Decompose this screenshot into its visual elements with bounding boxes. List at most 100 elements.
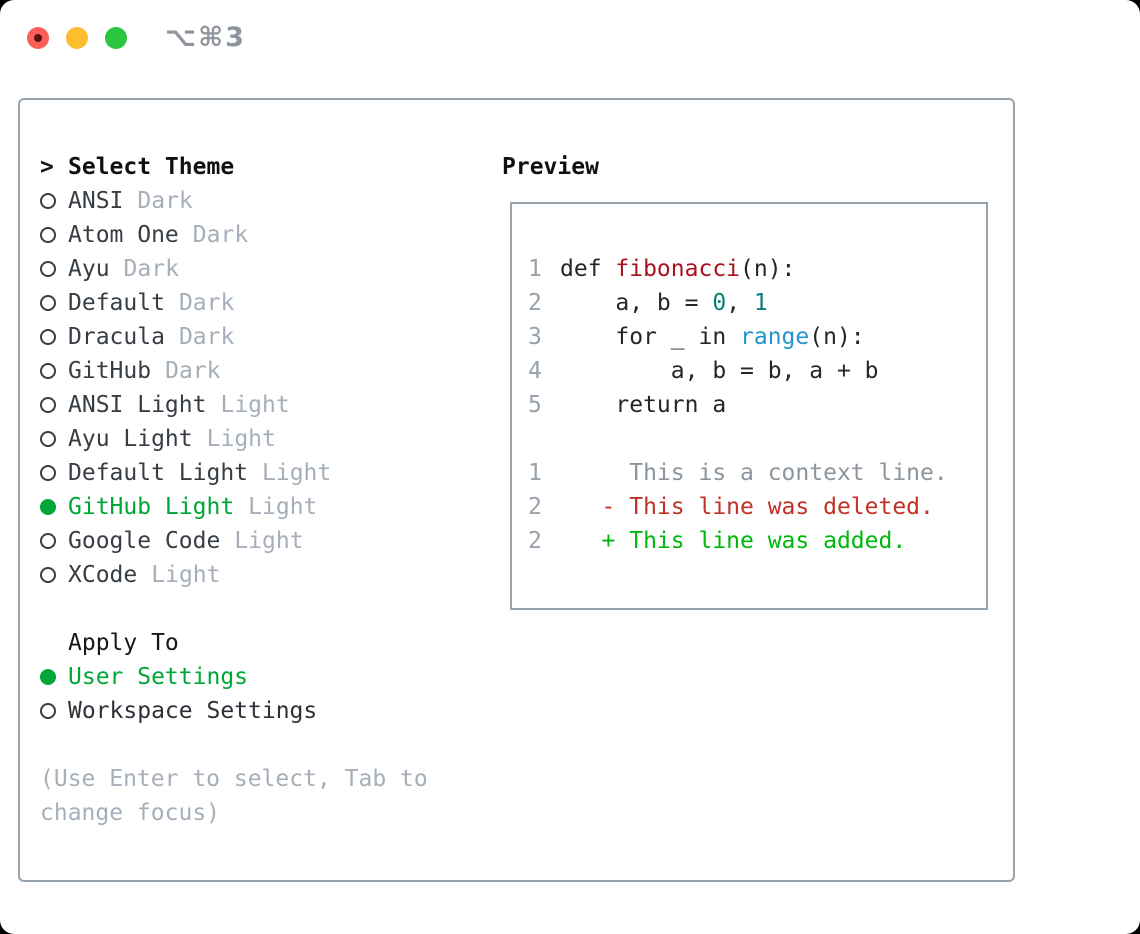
apply-to-title: Apply To bbox=[68, 630, 179, 656]
theme-option-default[interactable]: Default Dark bbox=[40, 286, 428, 320]
theme-name: GitHub bbox=[68, 358, 152, 384]
theme-option-ansi-light[interactable]: ANSI Light Light bbox=[40, 388, 428, 422]
code-line-blank bbox=[528, 422, 986, 456]
radio-icon bbox=[40, 261, 56, 277]
theme-option-ayu-light[interactable]: Ayu Light Light bbox=[40, 422, 428, 456]
radio-icon bbox=[40, 703, 56, 719]
theme-option-ayu[interactable]: Ayu Dark bbox=[40, 252, 428, 286]
theme-variant: Dark bbox=[165, 358, 221, 384]
code-token-fg: (n): bbox=[740, 256, 796, 282]
code-token-num: 0 bbox=[712, 290, 727, 316]
code-token-func: fibonacci bbox=[615, 256, 741, 282]
theme-variant: Light bbox=[206, 426, 276, 452]
line-number: 3 bbox=[528, 324, 542, 350]
theme-option-default-light[interactable]: Default Light Light bbox=[40, 456, 428, 490]
radio-icon bbox=[40, 465, 56, 481]
theme-option-dracula[interactable]: Dracula Dark bbox=[40, 320, 428, 354]
close-dot-icon bbox=[34, 34, 42, 42]
radio-icon bbox=[40, 533, 56, 549]
traffic-lights bbox=[27, 27, 127, 49]
theme-option-ansi[interactable]: ANSI Dark bbox=[40, 184, 428, 218]
radio-icon bbox=[40, 295, 56, 311]
theme-name: ANSI Light bbox=[68, 392, 207, 418]
code-line: 3 for _ in range(n): bbox=[528, 320, 986, 354]
line-number: 2 bbox=[528, 290, 542, 316]
select-theme-title: Select Theme bbox=[68, 154, 235, 180]
code-line: 5 return a bbox=[528, 388, 986, 422]
theme-name: ANSI bbox=[68, 188, 124, 214]
code-token-builtin: range bbox=[740, 324, 810, 350]
radio-icon bbox=[40, 567, 56, 583]
apply-option-user-settings[interactable]: User Settings bbox=[40, 660, 428, 694]
radio-icon bbox=[40, 397, 56, 413]
code-token-fg: (n): bbox=[809, 324, 865, 350]
theme-option-github[interactable]: GitHub Dark bbox=[40, 354, 428, 388]
radio-icon bbox=[40, 227, 56, 243]
theme-name: Atom One bbox=[68, 222, 179, 248]
preview-header: Preview bbox=[502, 154, 599, 180]
code-token-add: + This line was added. bbox=[560, 528, 907, 554]
apply-option-workspace-settings[interactable]: Workspace Settings bbox=[40, 694, 428, 728]
apply-option-label: User Settings bbox=[68, 664, 249, 690]
hint-line-1: (Use Enter to select, Tab to bbox=[40, 766, 428, 792]
code-line: 2 + This line was added. bbox=[528, 524, 986, 558]
theme-variant: Light bbox=[262, 460, 332, 486]
theme-name: XCode bbox=[68, 562, 138, 588]
line-number: 4 bbox=[528, 358, 542, 384]
apply-option-label: Workspace Settings bbox=[68, 698, 318, 724]
close-button[interactable] bbox=[27, 27, 49, 49]
code-token-fg: def bbox=[560, 256, 616, 282]
theme-name: Default bbox=[68, 290, 165, 316]
line-number: 2 bbox=[528, 528, 542, 554]
theme-name: Google Code bbox=[68, 528, 221, 554]
code-line: 1 def fibonacci(n): bbox=[528, 252, 986, 286]
theme-name: Ayu Light bbox=[68, 426, 193, 452]
hint-line-2: change focus) bbox=[40, 800, 221, 826]
code-line: 2 a, b = 0, 1 bbox=[528, 286, 986, 320]
theme-option-github-light[interactable]: GitHub Light Light bbox=[40, 490, 428, 524]
theme-name: Dracula bbox=[68, 324, 165, 350]
line-number: 1 bbox=[528, 256, 542, 282]
radio-selected-icon bbox=[40, 499, 56, 515]
line-number: 5 bbox=[528, 392, 542, 418]
minimize-button[interactable] bbox=[66, 27, 88, 49]
window-title: ⌥⌘3 bbox=[165, 22, 246, 53]
radio-icon bbox=[40, 193, 56, 209]
line-number: 1 bbox=[528, 460, 542, 486]
code-token-num: 1 bbox=[753, 290, 768, 316]
radio-icon bbox=[40, 363, 56, 379]
theme-variant: Dark bbox=[178, 290, 235, 316]
code-line: 2 - This line was deleted. bbox=[528, 490, 986, 524]
select-theme-header: > Select Theme bbox=[40, 150, 428, 184]
theme-name: Ayu bbox=[68, 256, 110, 282]
code-token-fg: for _ in bbox=[560, 324, 741, 350]
code-line: 4 a, b = b, a + b bbox=[528, 354, 986, 388]
code-token-del: - This line was deleted. bbox=[560, 494, 934, 520]
pointer-icon: > bbox=[40, 154, 54, 180]
code-token-fg: return a bbox=[560, 392, 727, 418]
radio-icon bbox=[40, 431, 56, 447]
hint-text: (Use Enter to select, Tab to change focu… bbox=[40, 762, 428, 830]
line-number: 2 bbox=[528, 494, 542, 520]
theme-name: Default Light bbox=[68, 460, 249, 486]
zoom-button[interactable] bbox=[105, 27, 127, 49]
theme-variant: Dark bbox=[123, 256, 179, 282]
radio-icon bbox=[40, 329, 56, 345]
code-token-fg: a, b = bbox=[560, 290, 713, 316]
theme-variant: Light bbox=[248, 494, 318, 520]
theme-variant: Dark bbox=[137, 188, 193, 214]
code-line: 1 This is a context line. bbox=[528, 456, 986, 490]
spacer bbox=[40, 728, 428, 762]
theme-variant: Light bbox=[220, 392, 290, 418]
theme-variant: Dark bbox=[178, 324, 235, 350]
theme-name: GitHub Light bbox=[68, 494, 235, 520]
